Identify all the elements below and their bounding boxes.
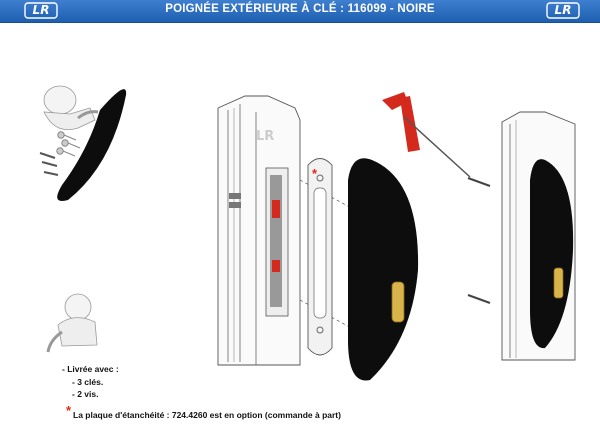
page-title: POIGNÉE EXTÉRIEURE À CLÉ : 116099 - NOIR… [165, 3, 435, 15]
option-note: La plaque d'étanchéité : 724.4260 est en… [73, 410, 341, 420]
logo-text: LR [554, 3, 572, 17]
notes-heading: - Livrée avec : [62, 364, 119, 374]
person-handle-icon [43, 85, 99, 131]
left-frame-profile: LR [217, 95, 301, 366]
option-marker-on-plate: * [312, 166, 318, 181]
black-handle-small [57, 89, 127, 201]
frame-screw-left [229, 193, 241, 208]
logo-text: LR [32, 3, 50, 17]
black-handle-large [348, 158, 419, 381]
delivery-notes: - Livrée avec : - 3 clés. - 2 vis. [62, 363, 119, 401]
notes-item-screws: - 2 vis. [72, 389, 99, 399]
person-pointing-icon [46, 293, 98, 353]
small-screws-icon [39, 152, 59, 176]
svg-text:LR: LR [256, 129, 274, 144]
notes-item-keys: - 3 clés. [72, 376, 104, 387]
keys-icon [56, 131, 81, 157]
screw-icon [467, 177, 491, 304]
option-marker: * [66, 403, 72, 418]
brand-logo-right: LR [546, 2, 580, 19]
hex-key-icon [382, 92, 471, 178]
brand-logo-left: LR [24, 2, 58, 19]
right-frame-profile [501, 111, 576, 361]
header-bar: LR POIGNÉE EXTÉRIEURE À CLÉ : 116099 - N… [0, 0, 600, 23]
lock-cylinder-icon [391, 281, 405, 323]
sealing-plate [307, 158, 333, 356]
